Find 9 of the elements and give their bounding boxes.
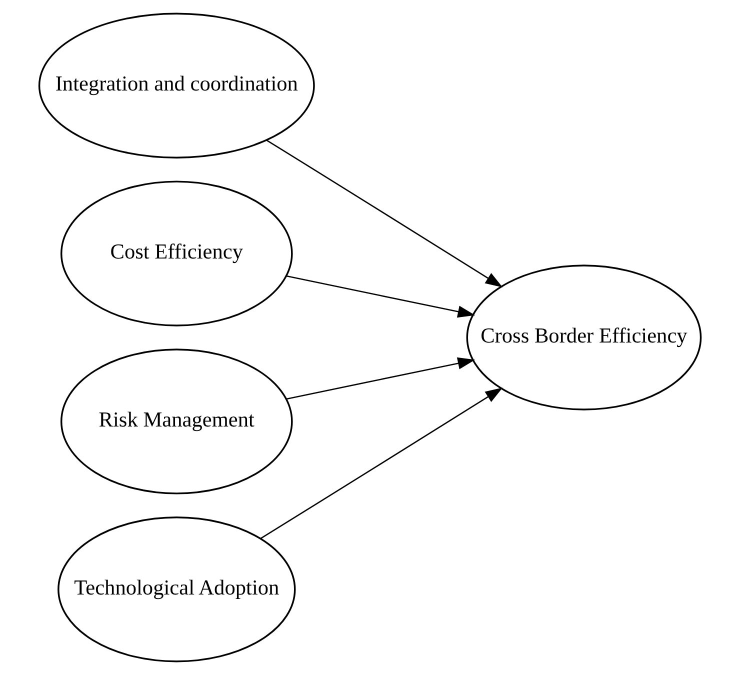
arrow xyxy=(286,357,475,400)
node-ellipse: Risk Management xyxy=(60,348,292,494)
node-ellipse: Cost Efficiency xyxy=(60,180,292,326)
arrow xyxy=(260,388,502,540)
arrow xyxy=(266,140,502,288)
node-ellipse: Cross Border Efficiency xyxy=(466,264,702,410)
node-ellipse: Technological Adoption xyxy=(57,516,296,662)
node-ellipse: Integration and coordination xyxy=(38,12,314,158)
arrow xyxy=(286,275,475,318)
